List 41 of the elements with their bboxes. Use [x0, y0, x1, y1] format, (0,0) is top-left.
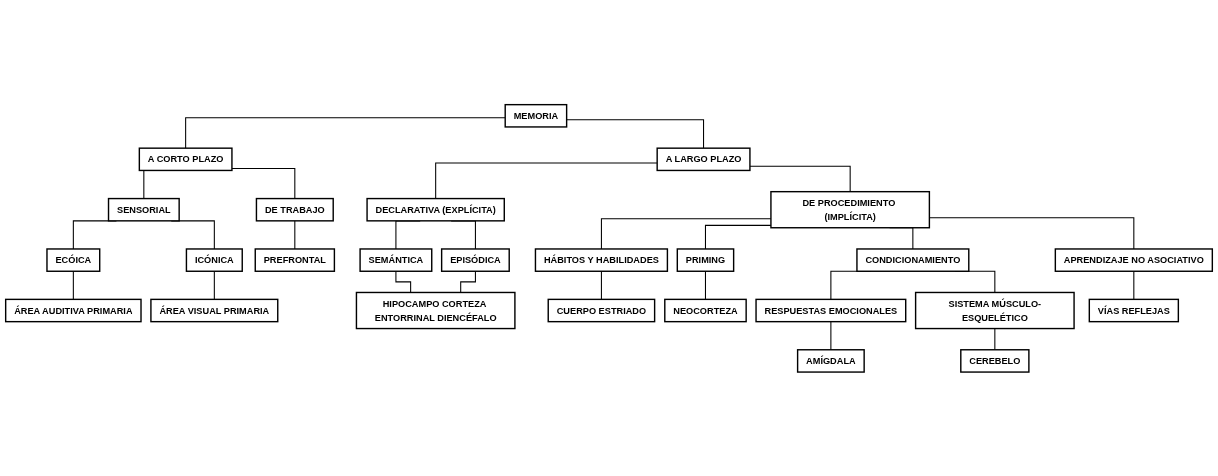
connector: [435, 162, 658, 199]
node-box: HÁBITOS Y HABILIDADES: [534, 247, 669, 272]
node-box: CUERPO ESTRIADO: [547, 298, 656, 322]
connector: [566, 118, 705, 149]
connector: [600, 270, 602, 300]
node-box: DE TRABAJO: [255, 197, 334, 222]
node-box: ÁREA AUDITIVA PRIMARIA: [4, 298, 142, 322]
node-box: ICÓNICA: [185, 247, 243, 272]
connector: [704, 270, 706, 300]
connector: [1133, 270, 1135, 300]
connector: [395, 270, 412, 293]
node-box: ÁREA VISUAL PRIMARIA: [150, 298, 279, 322]
node-box: VÍAS REFLEJAS: [1088, 298, 1180, 322]
node-box: SENSORIAL: [107, 197, 180, 222]
node-box: MEMORIA: [504, 103, 568, 128]
connector: [72, 270, 74, 300]
node-box: HIPOCAMPO CORTEZA ENTORRINAL DIENCÉFALO: [355, 291, 516, 329]
node-box: CONDICIONAMIENTO: [856, 247, 970, 272]
node-box: EPISÓDICA: [440, 247, 510, 272]
connector: [185, 116, 506, 149]
node-box: DE PROCEDIMIENTO (IMPLÍCITA): [770, 190, 931, 229]
node-box: AMÍGDALA: [796, 348, 865, 373]
node-box: PREFRONTAL: [254, 247, 336, 272]
connector: [231, 167, 296, 199]
node-box: A CORTO PLAZO: [138, 147, 233, 171]
node-box: PRIMING: [676, 247, 735, 272]
node-box: DECLARATIVA (EXPLÍCITA): [366, 197, 505, 222]
connector: [830, 320, 832, 350]
node-box: APRENDIZAJE NO ASOCIATIVO: [1054, 247, 1214, 272]
node-box: NEOCORTEZA: [664, 298, 747, 322]
connector: [294, 219, 296, 250]
connector: [749, 165, 851, 192]
node-box: SEMÁNTICA: [359, 247, 433, 272]
node-box: A LARGO PLAZO: [656, 147, 751, 171]
node-box: ECÓICA: [46, 247, 101, 272]
connector: [460, 270, 476, 293]
node-box: RESPUESTAS EMOCIONALES: [755, 298, 907, 322]
node-box: CEREBELO: [960, 348, 1030, 373]
connector: [994, 327, 996, 350]
node-box: SISTEMA MÚSCULO-ESQUELÉTICO: [914, 291, 1075, 329]
connector: [213, 270, 215, 300]
